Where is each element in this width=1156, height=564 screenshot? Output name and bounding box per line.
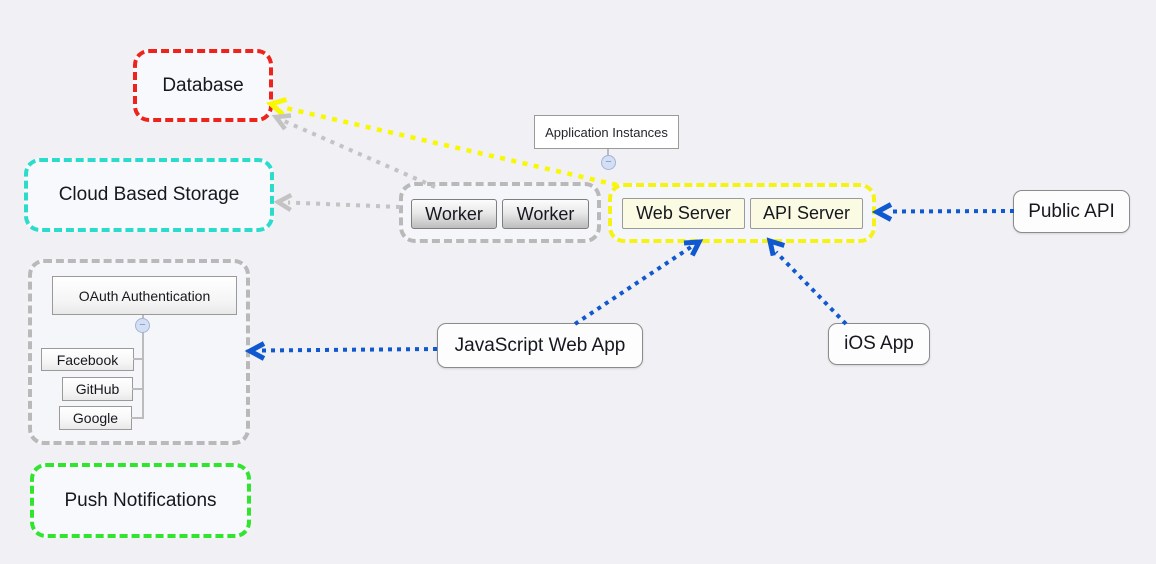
oauth-tree-vertical-line [142, 315, 144, 419]
node-push-notifications-label: Push Notifications [64, 489, 217, 511]
server-group[interactable]: Web Server API Server [608, 183, 876, 243]
oauth-tree-connector-facebook [133, 358, 143, 360]
node-ios-app[interactable]: iOS App [828, 323, 930, 365]
oauth-group[interactable]: OAuth Authentication − Facebook GitHub G… [28, 259, 250, 445]
worker-group[interactable]: Worker Worker [399, 182, 601, 243]
node-cloud-storage-label: Cloud Based Storage [58, 184, 240, 205]
node-worker-2[interactable]: Worker [502, 199, 589, 229]
node-provider-google[interactable]: Google [59, 406, 132, 430]
oauth-tree-connector-google [131, 417, 143, 419]
node-database-label: Database [162, 74, 244, 96]
node-web-server[interactable]: Web Server [622, 198, 745, 229]
edge-js-web-app-to-oauth-group[interactable] [244, 341, 438, 361]
node-provider-facebook-label: Facebook [56, 351, 119, 368]
node-javascript-web-app[interactable]: JavaScript Web App [437, 323, 643, 368]
node-push-notifications[interactable]: Push Notifications [30, 463, 251, 538]
edge-worker-group-to-cloud-storage[interactable] [273, 193, 401, 212]
node-provider-facebook[interactable]: Facebook [41, 348, 134, 371]
node-oauth-authentication[interactable]: OAuth Authentication [52, 276, 237, 315]
node-provider-github[interactable]: GitHub [62, 377, 133, 401]
edge-worker-group-to-database[interactable] [271, 113, 436, 189]
node-public-api-label: Public API [1028, 200, 1115, 222]
application-instances-label: Application Instances [545, 124, 668, 140]
node-database[interactable]: Database [133, 49, 273, 122]
node-api-server-label: API Server [762, 203, 851, 223]
node-provider-github-label: GitHub [75, 381, 120, 397]
application-instances-collapse-button[interactable]: − [601, 155, 616, 170]
edge-public-api-to-api-server[interactable] [871, 202, 1015, 222]
node-public-api[interactable]: Public API [1013, 190, 1130, 233]
edge-ios-app-to-api-server[interactable] [766, 237, 848, 326]
node-api-server[interactable]: API Server [750, 198, 863, 229]
node-worker-1-label: Worker [425, 203, 483, 224]
node-worker-1[interactable]: Worker [411, 199, 497, 229]
node-cloud-storage[interactable]: Cloud Based Storage [24, 158, 274, 232]
node-ios-app-label: iOS App [844, 333, 914, 354]
node-web-server-label: Web Server [636, 203, 731, 223]
edge-js-web-app-to-web-server[interactable] [573, 239, 704, 326]
application-instances-label-box[interactable]: Application Instances [534, 115, 679, 149]
oauth-collapse-button[interactable]: − [135, 318, 150, 333]
oauth-tree-connector-github [132, 388, 143, 390]
node-worker-2-label: Worker [516, 203, 575, 224]
node-javascript-web-app-label: JavaScript Web App [454, 334, 626, 356]
node-oauth-authentication-label: OAuth Authentication [78, 287, 211, 304]
minus-icon: − [605, 156, 612, 168]
node-provider-google-label: Google [72, 410, 119, 426]
minus-icon: − [139, 319, 146, 331]
